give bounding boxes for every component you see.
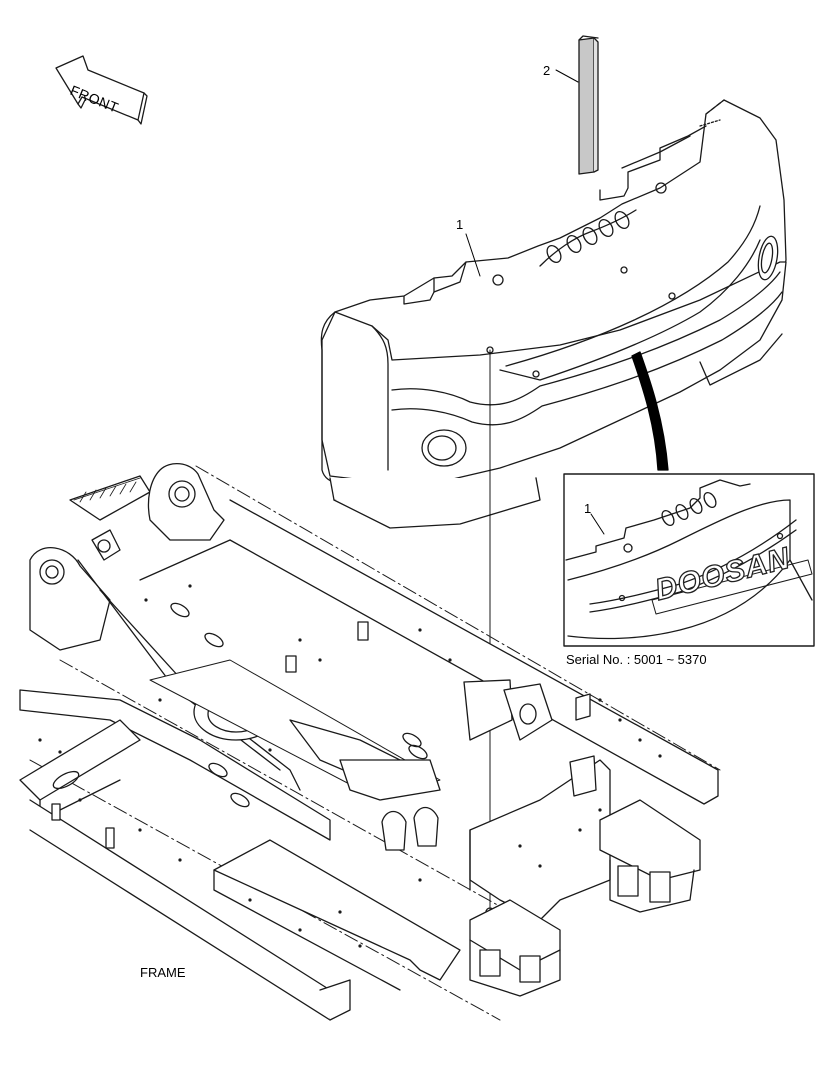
inset-callout-1: 1	[584, 501, 592, 516]
detail-pointer-icon	[631, 351, 669, 471]
upper-frame	[19, 463, 721, 1021]
frame-caption: FRAME	[140, 965, 186, 980]
callout-1: 1	[456, 217, 464, 232]
inset-detail	[563, 473, 815, 647]
leader-line-1	[465, 233, 481, 277]
callout-2: 2	[543, 63, 551, 78]
serial-number-caption: Serial No. : 5001 ~ 5370	[566, 652, 707, 667]
leader-line-2	[555, 69, 579, 83]
front-arrow-icon	[55, 55, 148, 125]
leader-line-inset-1	[590, 513, 605, 535]
decal-strip-part	[578, 35, 599, 175]
counterweight-part	[320, 99, 787, 529]
